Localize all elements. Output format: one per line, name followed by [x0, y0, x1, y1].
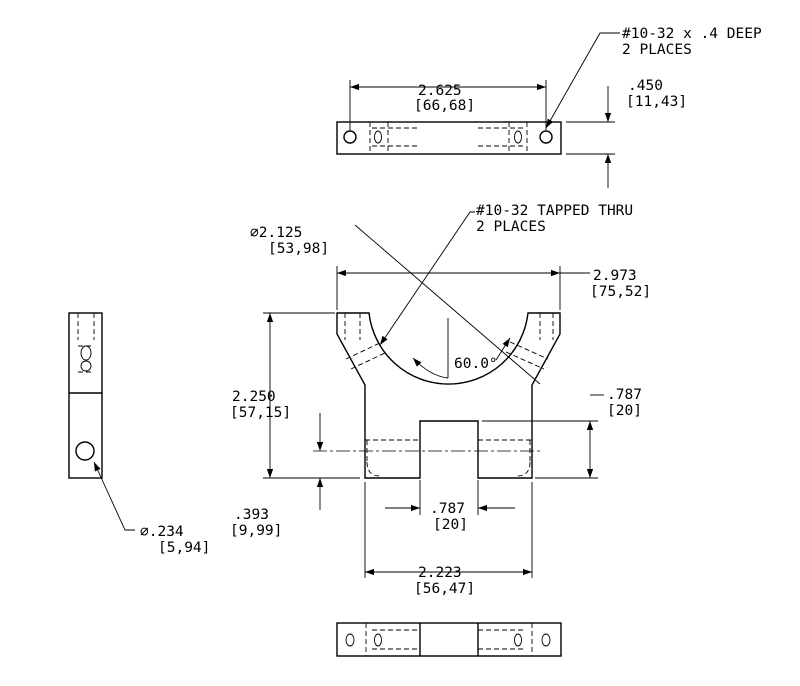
base-width-metric: [56,47]	[414, 581, 475, 597]
angle-dim: 60.0°	[454, 356, 498, 372]
side-hole-dim: ⌀.234	[140, 524, 184, 540]
bottom-view	[336, 622, 562, 657]
side-view	[68, 312, 135, 531]
bore-diameter-metric: [53,98]	[268, 241, 329, 257]
top-thickness-metric: [11,43]	[626, 94, 687, 110]
height-dim: 2.250	[232, 389, 276, 405]
base-offset-dim: .393	[234, 507, 269, 523]
tap-depth-note: #10-32 x .4 DEEP	[622, 26, 762, 42]
height-metric: [57,15]	[230, 405, 291, 421]
slot-width-dim: .787	[430, 501, 465, 517]
overall-width-metric: [75,52]	[590, 284, 651, 300]
base-offset-metric: [9,99]	[230, 523, 282, 539]
tapped-thru-note: #10-32 TAPPED THRU	[476, 203, 633, 219]
bore-diameter-dim: ⌀2.125	[250, 225, 302, 241]
slot-height-dim: .787	[607, 387, 642, 403]
front-view	[263, 211, 604, 578]
tapped-thru-places: 2 PLACES	[476, 219, 546, 235]
top-width-metric: [66,68]	[414, 98, 475, 114]
slot-width-metric: [20]	[433, 517, 468, 533]
overall-width-dim: 2.973	[593, 268, 637, 284]
top-thickness-dim: .450	[628, 78, 663, 94]
base-width-dim: 2.223	[418, 565, 462, 581]
tap-depth-places: 2 PLACES	[622, 42, 692, 58]
slot-height-metric: [20]	[607, 403, 642, 419]
top-view	[336, 32, 620, 188]
top-width-dim: 2.625	[418, 83, 462, 99]
side-hole-metric: [5,94]	[158, 540, 210, 556]
